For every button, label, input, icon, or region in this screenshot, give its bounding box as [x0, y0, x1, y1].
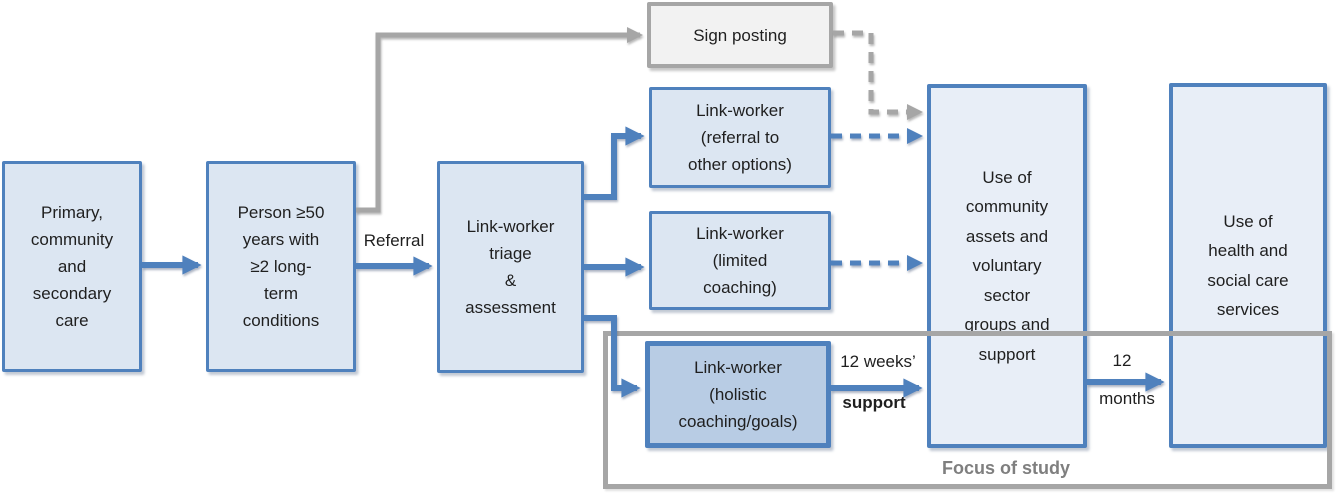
box-sign-posting: Sign posting [647, 2, 833, 68]
label-12-weeks: 12 weeks’ [840, 352, 916, 371]
label-focus-of-study: Focus of study [941, 458, 1070, 478]
box-primary-care: Primary, community and secondary care [2, 161, 142, 372]
box-person-conditions: Person ≥50 years with ≥2 long- term cond… [206, 161, 356, 372]
label-12-months-number: 12 [1112, 351, 1132, 370]
box-limited-coaching: Link-worker (limited coaching) [649, 211, 831, 310]
label-12-weeks-support: support [842, 393, 906, 412]
box-primary-care-label: Primary, community and secondary care [30, 203, 114, 330]
box-referral-other-options-label: Link-worker (referral to other options) [688, 101, 792, 174]
box-sign-posting-label: Sign posting [693, 25, 787, 45]
box-triage-assessment-label: Link-worker triage & assessment [465, 217, 556, 317]
box-community-assets: Use of community assets and voluntary se… [927, 84, 1087, 448]
box-referral-other-options: Link-worker (referral to other options) [649, 87, 831, 188]
dashed-connector-sign-posting-to-community [833, 30, 924, 121]
box-limited-coaching-label: Link-worker (limited coaching) [696, 224, 784, 297]
label-referral: Referral [363, 231, 425, 250]
connector-triage-to-referral-options [584, 126, 645, 200]
label-12-months-text: months [1099, 389, 1155, 408]
box-health-social-care-label: Use of health and social care services [1207, 211, 1289, 320]
box-holistic-coaching: Link-worker (holistic coaching/goals) [645, 341, 831, 448]
box-person-conditions-label: Person ≥50 years with ≥2 long- term cond… [237, 203, 325, 330]
box-health-social-care: Use of health and social care services [1169, 83, 1327, 448]
box-holistic-coaching-label: Link-worker (holistic coaching/goals) [678, 358, 798, 431]
focus-of-study-outline [603, 331, 1332, 489]
box-community-assets-label: Use of community assets and voluntary se… [964, 167, 1050, 364]
box-triage-assessment: Link-worker triage & assessment [437, 161, 584, 373]
